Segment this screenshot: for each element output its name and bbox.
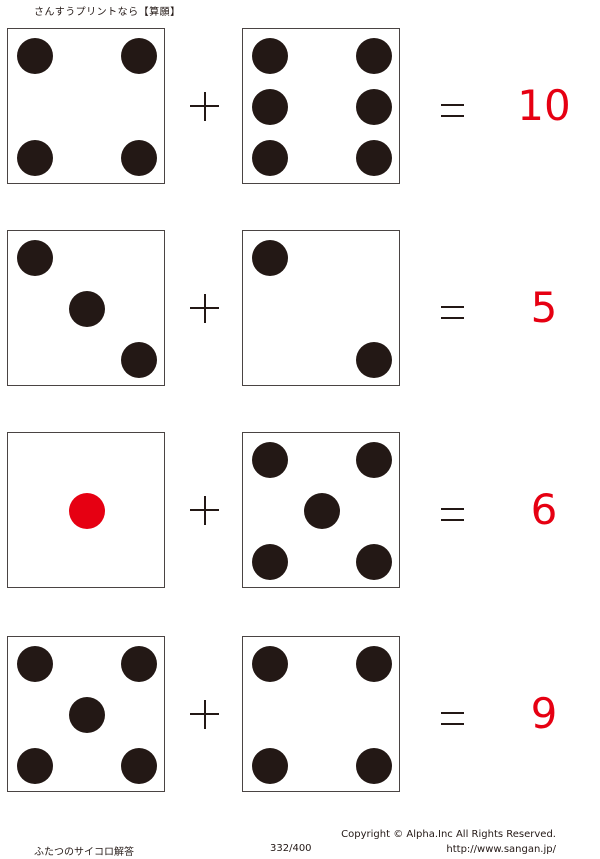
copyright-notice: Copyright © Alpha.Inc All Rights Reserve…: [341, 829, 556, 840]
right-die: [242, 432, 400, 588]
pip-icon: [304, 493, 340, 529]
plus-sign-icon: [190, 496, 219, 525]
pip-icon: [69, 291, 105, 327]
pip-icon: [356, 38, 392, 74]
plus-sign-icon: [190, 92, 219, 121]
left-die: [7, 636, 165, 792]
pip-icon: [252, 646, 288, 682]
problem-row: 10: [0, 28, 600, 184]
footer-title: ふたつのサイコロ解答: [34, 847, 134, 858]
pip-icon: [356, 140, 392, 176]
red-pip-icon: [69, 493, 105, 529]
equals-sign-icon: [441, 508, 464, 521]
pip-icon: [17, 646, 53, 682]
pip-icon: [356, 748, 392, 784]
left-die: [7, 230, 165, 386]
page-number: 332/400: [270, 843, 312, 854]
pip-icon: [121, 342, 157, 378]
pip-icon: [252, 748, 288, 784]
equals-sign-icon: [441, 306, 464, 319]
equals-sign-icon: [441, 712, 464, 725]
pip-icon: [356, 442, 392, 478]
pip-icon: [356, 89, 392, 125]
pip-icon: [252, 544, 288, 580]
plus-sign-icon: [190, 294, 219, 323]
pip-icon: [121, 646, 157, 682]
right-die: [242, 636, 400, 792]
pip-icon: [121, 140, 157, 176]
pip-icon: [17, 240, 53, 276]
pip-icon: [17, 38, 53, 74]
pip-icon: [17, 748, 53, 784]
pip-icon: [252, 442, 288, 478]
answer-value: 6: [530, 485, 558, 534]
answer-value: 5: [530, 283, 558, 332]
answer-value: 10: [517, 81, 571, 130]
pip-icon: [121, 748, 157, 784]
site-url: http://www.sangan.jp/: [446, 844, 556, 855]
equals-sign-icon: [441, 104, 464, 117]
right-die: [242, 230, 400, 386]
pip-icon: [252, 38, 288, 74]
pip-icon: [69, 697, 105, 733]
pip-icon: [121, 38, 157, 74]
left-die: [7, 432, 165, 588]
pip-icon: [356, 342, 392, 378]
pip-icon: [356, 544, 392, 580]
problem-row: 5: [0, 230, 600, 386]
problem-row: 6: [0, 432, 600, 588]
problem-row: 9: [0, 636, 600, 792]
answer-value: 9: [530, 689, 558, 738]
left-die: [7, 28, 165, 184]
pip-icon: [252, 140, 288, 176]
plus-sign-icon: [190, 700, 219, 729]
worksheet-header: さんすうプリントなら【算願】: [34, 7, 181, 18]
pip-icon: [252, 89, 288, 125]
pip-icon: [17, 140, 53, 176]
pip-icon: [252, 240, 288, 276]
right-die: [242, 28, 400, 184]
pip-icon: [356, 646, 392, 682]
